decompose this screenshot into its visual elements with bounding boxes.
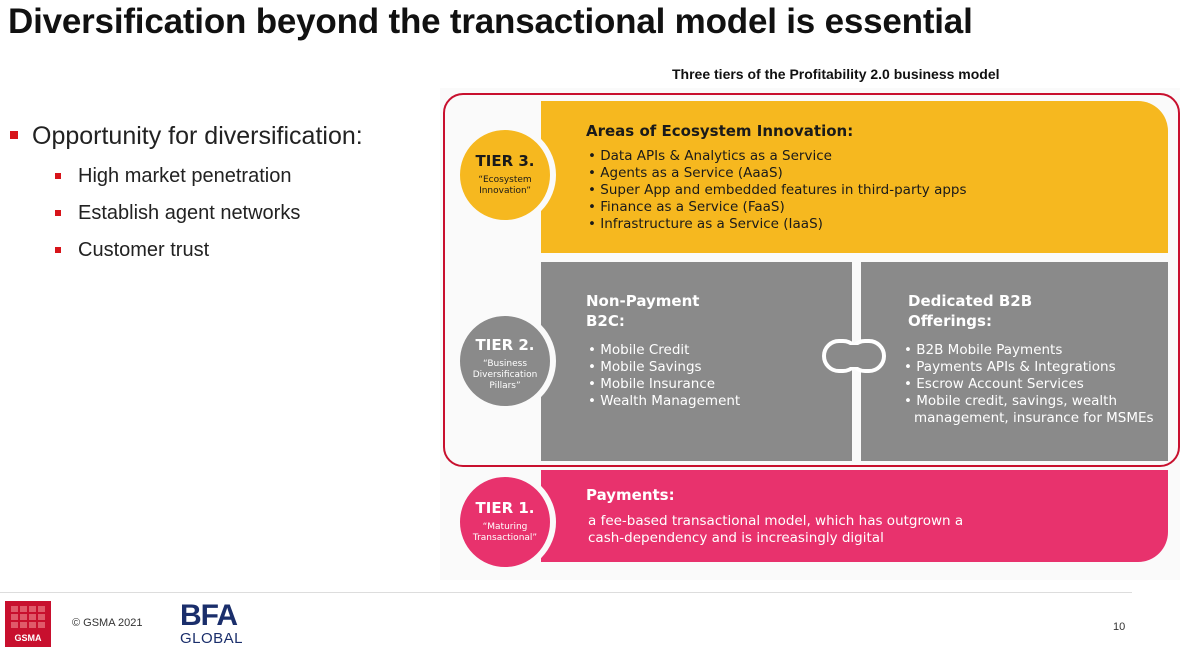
tier3-list-item: Data APIs & Analytics as a Service <box>588 148 967 165</box>
link-icon <box>822 339 886 373</box>
bullet-main: Opportunity for diversification: <box>10 122 363 151</box>
tier1-box: Payments: a fee-based transactional mode… <box>541 470 1168 562</box>
tier3-list: Data APIs & Analytics as a Service Agent… <box>588 148 967 233</box>
tier3-box: Areas of Ecosystem Innovation: Data APIs… <box>541 101 1168 253</box>
tier2-b2b-list-item: B2B Mobile Payments <box>904 342 1154 359</box>
gsma-logo: GSMA <box>5 601 51 647</box>
tier2-b2b-list-item: Escrow Account Services <box>904 376 1154 393</box>
bfa-logo-subtext: GLOBAL <box>180 630 244 647</box>
tier2-b2c-list: Mobile Credit Mobile Savings Mobile Insu… <box>588 342 740 410</box>
bullet-sub-item: High market penetration <box>10 165 363 188</box>
page-number: 10 <box>1113 621 1126 633</box>
tier3-list-item: Finance as a Service (FaaS) <box>588 199 967 216</box>
tier2-b2b-heading: Dedicated B2B Offerings: <box>908 292 1033 330</box>
tier2-b2b-list-item: Mobile credit, savings, wealth managemen… <box>904 393 1154 427</box>
tier2-b2c-list-item: Mobile Credit <box>588 342 740 359</box>
tier2-b2c-list-item: Wealth Management <box>588 393 740 410</box>
tier3-badge: TIER 3. “Ecosystem Innovation” <box>454 124 556 226</box>
tier3-sublabel: “Ecosystem Innovation” <box>478 175 532 196</box>
tier2-b2b-list-item: Payments APIs & Integrations <box>904 359 1154 376</box>
tier3-list-item: Infrastructure as a Service (IaaS) <box>588 216 967 233</box>
tier2-b2b-list: B2B Mobile Payments Payments APIs & Inte… <box>904 342 1154 427</box>
copyright-text: © GSMA 2021 <box>72 617 143 629</box>
tier2-badge: TIER 2. “Business Diversification Pillar… <box>454 310 556 412</box>
tier2-label: TIER 2. <box>475 336 535 354</box>
footer-divider <box>0 592 1132 593</box>
tier1-badge: TIER 1. “Maturing Transactional” <box>454 471 556 573</box>
tier3-label: TIER 3. <box>475 152 535 170</box>
gsma-logo-text: GSMA <box>14 633 42 643</box>
bullet-sub-item: Customer trust <box>10 239 363 262</box>
tier3-heading: Areas of Ecosystem Innovation: <box>586 122 854 140</box>
tier2-b2c-box: Non-Payment B2C: Mobile Credit Mobile Sa… <box>541 262 852 461</box>
tier2-b2b-box: Dedicated B2B Offerings: B2B Mobile Paym… <box>861 262 1168 461</box>
tier1-text: a fee-based transactional model, which h… <box>588 513 964 546</box>
bfa-logo-text: BFA <box>180 599 238 632</box>
tier3-list-item: Agents as a Service (AaaS) <box>588 165 967 182</box>
diagram-title: Three tiers of the Profitability 2.0 bus… <box>672 66 1000 82</box>
tier2-sublabel: “Business Diversification Pillars” <box>472 359 538 391</box>
highlight-frame <box>443 93 1180 467</box>
tier2-b2c-list-item: Mobile Insurance <box>588 376 740 393</box>
tier3-list-item: Super App and embedded features in third… <box>588 182 966 199</box>
tier1-sublabel: “Maturing Transactional” <box>472 522 538 543</box>
tier1-label: TIER 1. <box>475 499 535 517</box>
tier2-b2c-heading: Non-Payment B2C: <box>586 292 700 330</box>
bullet-list: Opportunity for diversification: High ma… <box>10 122 363 276</box>
tier2-b2c-list-item: Mobile Savings <box>588 359 740 376</box>
slide-title: Diversification beyond the transactional… <box>8 2 973 41</box>
bullet-sub-item: Establish agent networks <box>10 202 363 225</box>
tier1-heading: Payments: <box>586 486 675 504</box>
bfa-global-logo: BFA GLOBAL <box>180 601 250 651</box>
